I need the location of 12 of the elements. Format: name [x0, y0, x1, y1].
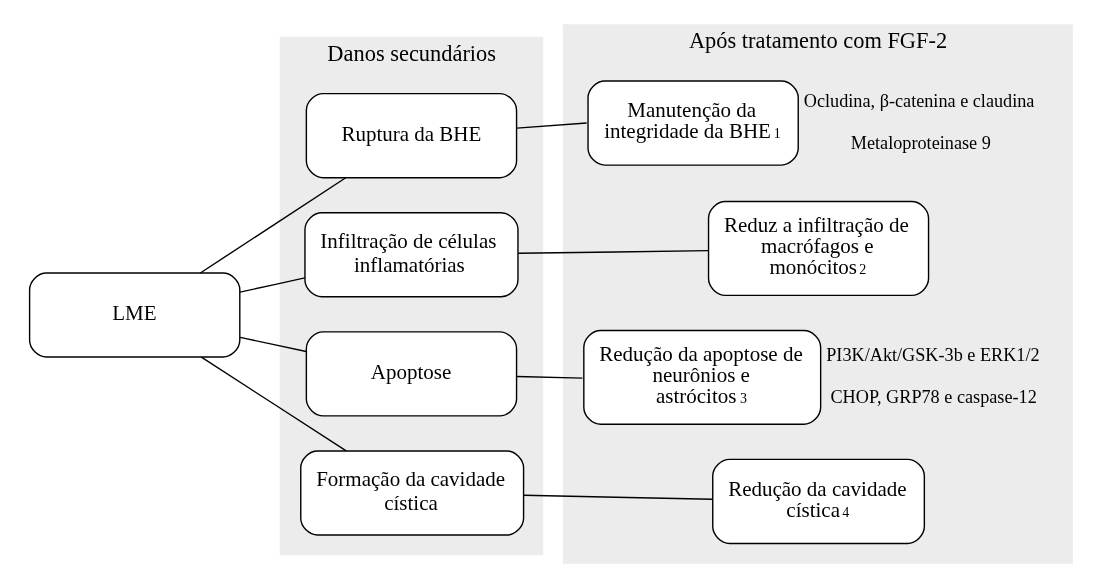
connector: [522, 494, 713, 500]
connector: [199, 177, 346, 274]
connector: [517, 249, 709, 254]
connector: [515, 122, 587, 129]
connector: [238, 277, 305, 293]
node-label: PI3K/Akt/GSK-3b e ERK1/2: [825, 345, 1040, 366]
node-label: CHOP, GRP78 e caspase-12: [829, 386, 1037, 407]
connector: [515, 375, 583, 379]
node-label: Ocludina, β-catenina e claudina: [803, 91, 1034, 112]
node-label: Metaloproteinase 9: [850, 132, 991, 153]
connector: [200, 356, 347, 452]
connector: [238, 336, 307, 353]
